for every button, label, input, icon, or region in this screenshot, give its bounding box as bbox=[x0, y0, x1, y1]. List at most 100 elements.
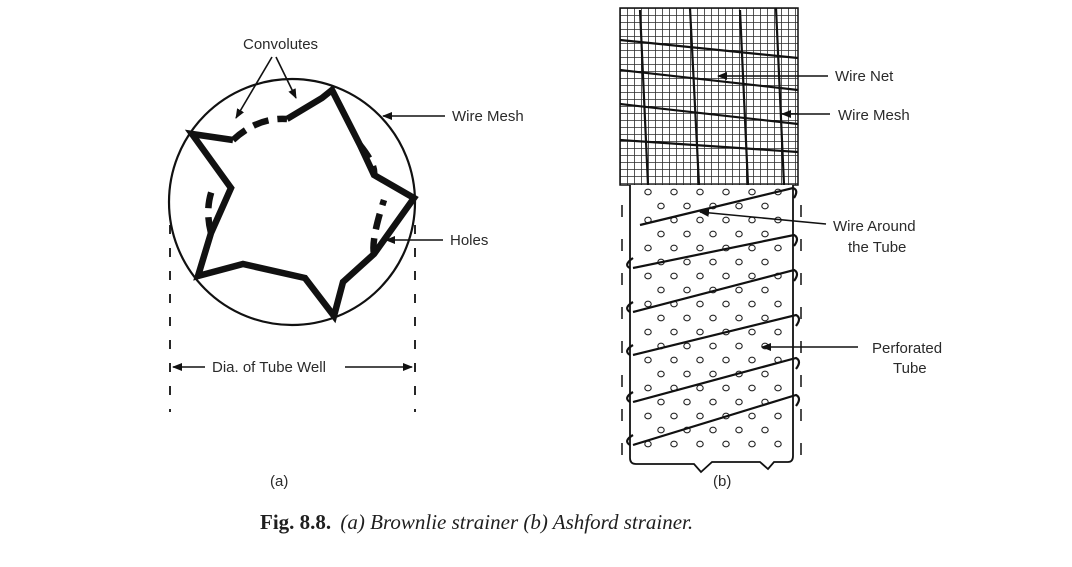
tube-hole bbox=[657, 370, 665, 378]
perforated-label-1: Perforated bbox=[872, 340, 942, 357]
tube-hole bbox=[644, 188, 652, 196]
tube-hole bbox=[774, 440, 782, 448]
wire-around-label-1: Wire Around bbox=[833, 218, 916, 235]
tube-hole bbox=[683, 370, 691, 378]
tube-hole bbox=[696, 188, 704, 196]
tube-hole bbox=[722, 216, 730, 224]
tube-hole bbox=[683, 314, 691, 322]
tube-hole bbox=[644, 328, 652, 336]
tube-hole bbox=[683, 286, 691, 294]
caption-fig-number: Fig. 8.8. bbox=[260, 510, 331, 534]
tube-hole bbox=[761, 202, 769, 210]
tube-hole bbox=[735, 426, 743, 434]
tube-hole bbox=[644, 300, 652, 308]
tube-hole bbox=[683, 202, 691, 210]
caption-text: (a) Brownlie strainer (b) Ashford strain… bbox=[335, 510, 693, 534]
tube-hole bbox=[761, 286, 769, 294]
tube-holes bbox=[644, 188, 782, 448]
tube-hole bbox=[696, 300, 704, 308]
tube-hole bbox=[722, 384, 730, 392]
holes-dashed-ring bbox=[205, 115, 388, 255]
tube-hole bbox=[774, 300, 782, 308]
tube-hole bbox=[644, 356, 652, 364]
tube-hole bbox=[670, 244, 678, 252]
tube-hole bbox=[748, 384, 756, 392]
tube-hole bbox=[657, 202, 665, 210]
tube-hole bbox=[683, 258, 691, 266]
tube-hole bbox=[748, 188, 756, 196]
tube-hole bbox=[735, 314, 743, 322]
tube-hole bbox=[774, 328, 782, 336]
wire-mesh-label-a: Wire Mesh bbox=[452, 108, 524, 125]
tube-hole bbox=[722, 188, 730, 196]
wire-mesh-label-b: Wire Mesh bbox=[838, 107, 910, 124]
tube-hole bbox=[683, 342, 691, 350]
convolutes-arrow-left bbox=[235, 56, 273, 119]
tube-hole bbox=[709, 230, 717, 238]
wire-net-label: Wire Net bbox=[835, 68, 894, 85]
wire-net-lines bbox=[619, 7, 799, 186]
tube-hole bbox=[709, 370, 717, 378]
tube-hole bbox=[670, 412, 678, 420]
diagram-b-ashford: Wire Net Wire Mesh Wire Around the Tube … bbox=[619, 7, 942, 490]
tube-hole bbox=[657, 286, 665, 294]
tube-hole bbox=[657, 314, 665, 322]
tube-hole bbox=[644, 272, 652, 280]
tube-hole bbox=[657, 398, 665, 406]
tube-hole bbox=[774, 384, 782, 392]
wire-around-label-2: the Tube bbox=[848, 239, 906, 256]
tube-hole bbox=[722, 440, 730, 448]
tube-hole bbox=[657, 230, 665, 238]
tube-hole bbox=[774, 244, 782, 252]
convolutes-label: Convolutes bbox=[243, 36, 318, 53]
tube-hole bbox=[670, 272, 678, 280]
tube-hole bbox=[748, 328, 756, 336]
sub-label-a: (a) bbox=[270, 473, 288, 490]
tube-hole bbox=[774, 412, 782, 420]
tube-hole bbox=[709, 314, 717, 322]
tube-hole bbox=[722, 356, 730, 364]
wire-around-arrow bbox=[699, 208, 827, 225]
tube-hole bbox=[748, 440, 756, 448]
tube-hole bbox=[696, 328, 704, 336]
tube-hole bbox=[735, 202, 743, 210]
dia-label: Dia. of Tube Well bbox=[212, 359, 326, 376]
tube-hole bbox=[709, 258, 717, 266]
tube-hole bbox=[644, 244, 652, 252]
tube-hole bbox=[735, 258, 743, 266]
perforated-tube-outline bbox=[629, 185, 794, 474]
tube-hole bbox=[696, 384, 704, 392]
tube-hole bbox=[696, 356, 704, 364]
convolutes-arrow-right bbox=[275, 56, 297, 99]
spiral-wire bbox=[626, 186, 801, 447]
tube-hole bbox=[709, 398, 717, 406]
tube-hole bbox=[722, 272, 730, 280]
tube-hole bbox=[761, 258, 769, 266]
diagram-a-brownlie: Convolutes Wire Mesh Holes Dia. of Tube … bbox=[167, 36, 524, 490]
tube-hole bbox=[735, 398, 743, 406]
tube-hole bbox=[761, 370, 769, 378]
tube-hole bbox=[670, 440, 678, 448]
convolute-wall bbox=[184, 84, 419, 324]
perforated-label-2: Tube bbox=[893, 360, 927, 377]
holes-label: Holes bbox=[450, 232, 488, 249]
tube-hole bbox=[644, 384, 652, 392]
tube-hole bbox=[709, 342, 717, 350]
tube-hole bbox=[683, 398, 691, 406]
tube-hole bbox=[748, 244, 756, 252]
tube-hole bbox=[761, 314, 769, 322]
tube-hole bbox=[709, 426, 717, 434]
tube-hole bbox=[761, 426, 769, 434]
tube-hole bbox=[670, 356, 678, 364]
tube-hole bbox=[735, 342, 743, 350]
tube-hole bbox=[683, 230, 691, 238]
wire-mesh-grid bbox=[619, 7, 799, 186]
tube-hole bbox=[735, 230, 743, 238]
tube-hole bbox=[748, 412, 756, 420]
tube-hole bbox=[761, 230, 769, 238]
tube-hole bbox=[748, 356, 756, 364]
tube-hole bbox=[657, 426, 665, 434]
tube-hole bbox=[670, 328, 678, 336]
tube-hole bbox=[696, 244, 704, 252]
